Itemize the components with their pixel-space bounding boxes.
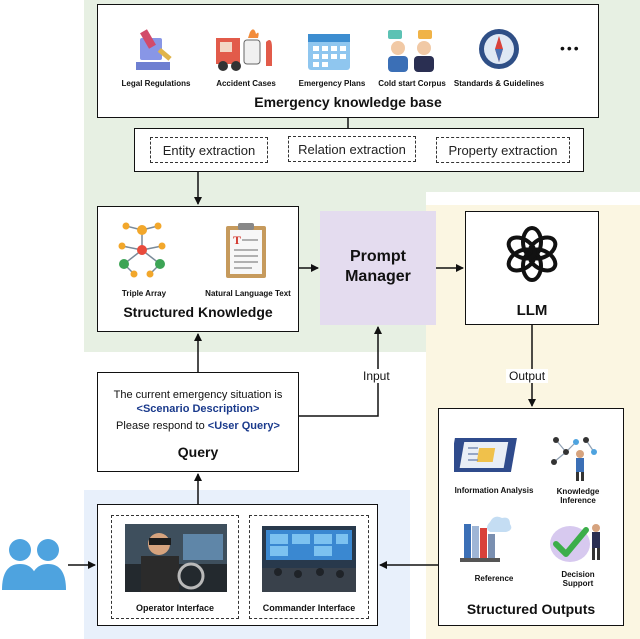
decision-support-label: Decision Support [561,570,595,588]
llm-label: LLM [516,302,548,319]
entity-extraction: Entity extraction [150,137,268,163]
reference-label: Reference [474,574,514,583]
query-box [97,372,299,472]
query-title: Query [177,444,219,460]
cold-start-corpus-icon [388,30,434,72]
commander-interface-label: Commander Interface [262,603,356,613]
prompt-manager-line1: Prompt [350,248,406,265]
more-sources-indicator: ••• [560,40,581,56]
knowledge-inference-label: Knowledge Inference [556,487,600,505]
structured-knowledge-title: Structured Knowledge [123,304,273,320]
query-line3: Please respond to <User Query> [97,420,299,432]
query-line1: The current emergency situation is [113,389,283,401]
relation-extraction: Relation extraction [288,136,416,162]
source-label-standards: Standards & Guidelines [453,79,545,88]
knowledge-base-title: Emergency knowledge base [254,94,442,110]
operator-interface-label: Operator Interface [135,603,215,613]
commander-photo-icon [262,526,356,592]
legal-regulations-icon [136,29,172,70]
decision-support-icon [550,524,600,562]
structured-outputs-title: Structured Outputs [466,601,596,617]
source-label-accident: Accident Cases [216,79,276,88]
information-analysis-label: Information Analysis [454,486,534,495]
natural-language-text-label: Natural Language Text [205,289,291,298]
prompt-manager-line2: Manager [345,268,411,285]
source-label-plans: Emergency Plans [298,79,366,88]
prompt-manager-box [320,211,436,325]
emergency-plans-icon [308,34,350,70]
natural-language-text-icon: T [226,223,266,278]
query-scenario-placeholder: <Scenario Description> [136,403,260,415]
property-extraction: Property extraction [436,137,570,163]
output-label: Output [506,369,549,383]
knowledge-inference-icon [551,437,597,481]
query-line3-prefix: Please respond to [116,420,208,432]
standards-guidelines-icon [479,29,519,69]
information-analysis-icon [454,438,517,472]
llm-logo-icon [506,226,558,282]
source-label-legal: Legal Regulations [121,79,191,88]
input-label: Input [360,369,393,383]
llm-box [465,211,599,325]
query-user-query-placeholder: <User Query> [207,420,280,432]
svg-text:T: T [233,233,241,247]
operator-photo-icon [125,524,227,592]
reference-icon [460,516,512,562]
users-icon [2,539,66,590]
triple-array-icon [118,222,166,278]
triple-array-label: Triple Array [121,289,167,298]
accident-cases-icon [216,29,272,71]
source-label-corpus: Cold start Corpus [378,79,446,88]
